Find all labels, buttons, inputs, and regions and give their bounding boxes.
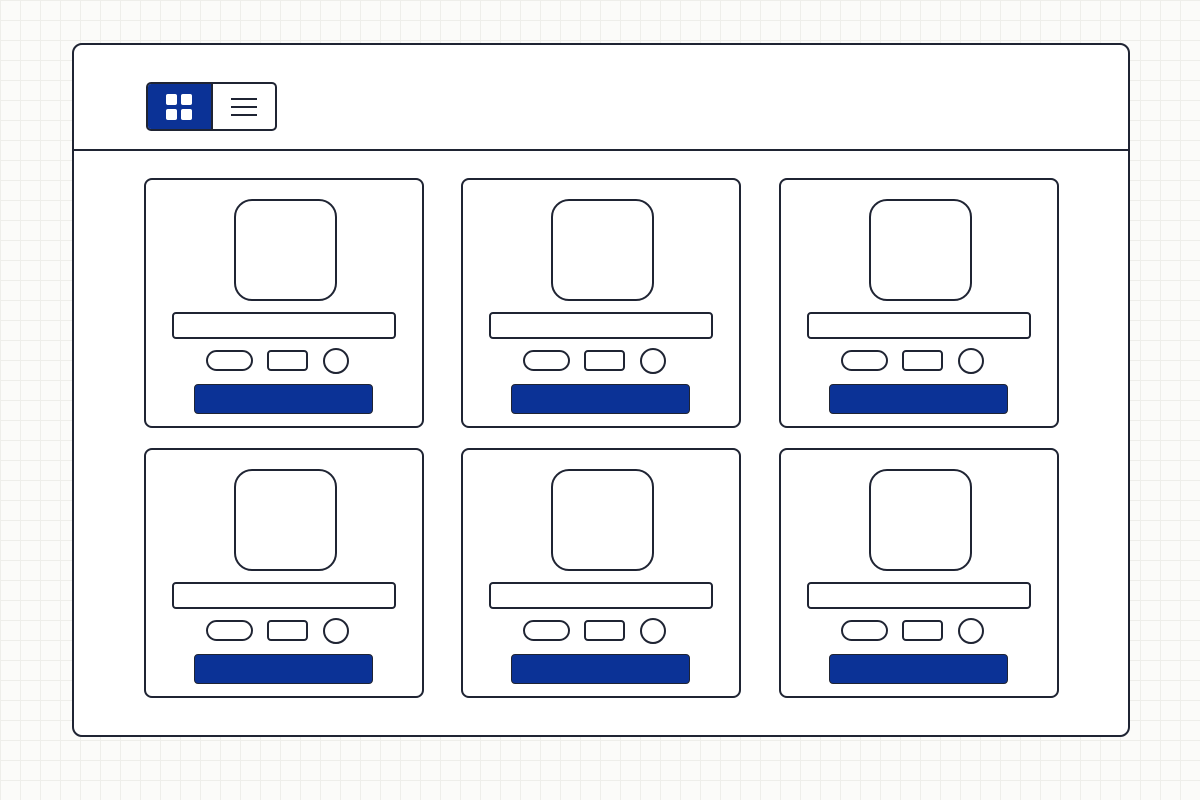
card-image-placeholder <box>234 199 337 301</box>
card-dot-placeholder <box>958 348 984 374</box>
card-action-button[interactable] <box>511 384 690 414</box>
card-tag-placeholder <box>902 620 943 641</box>
grid-view-button[interactable] <box>148 84 213 129</box>
card-dot-placeholder <box>958 618 984 644</box>
card-tag-placeholder <box>267 620 308 641</box>
card-title-placeholder <box>489 582 713 609</box>
product-card[interactable] <box>779 178 1059 428</box>
card-pill-placeholder <box>523 350 570 371</box>
card-pill-placeholder <box>841 620 888 641</box>
card-image-placeholder <box>551 469 654 571</box>
product-card[interactable] <box>461 448 741 698</box>
view-toggle <box>146 82 277 131</box>
card-pill-placeholder <box>523 620 570 641</box>
card-tag-placeholder <box>902 350 943 371</box>
product-card[interactable] <box>461 178 741 428</box>
card-action-button[interactable] <box>829 654 1008 684</box>
card-image-placeholder <box>869 199 972 301</box>
card-dot-placeholder <box>640 348 666 374</box>
card-dot-placeholder <box>640 618 666 644</box>
grid-view-icon <box>166 93 193 120</box>
card-title-placeholder <box>807 312 1031 339</box>
list-view-icon <box>230 97 257 116</box>
card-title-placeholder <box>489 312 713 339</box>
toolbar <box>74 45 1128 151</box>
product-card[interactable] <box>779 448 1059 698</box>
card-title-placeholder <box>172 312 396 339</box>
card-title-placeholder <box>172 582 396 609</box>
card-pill-placeholder <box>841 350 888 371</box>
card-tag-placeholder <box>267 350 308 371</box>
card-title-placeholder <box>807 582 1031 609</box>
product-card[interactable] <box>144 448 424 698</box>
app-window <box>72 43 1130 737</box>
card-action-button[interactable] <box>511 654 690 684</box>
list-view-button[interactable] <box>213 84 276 129</box>
card-action-button[interactable] <box>194 384 373 414</box>
card-dot-placeholder <box>323 348 349 374</box>
card-pill-placeholder <box>206 350 253 371</box>
product-card[interactable] <box>144 178 424 428</box>
card-tag-placeholder <box>584 350 625 371</box>
card-dot-placeholder <box>323 618 349 644</box>
card-tag-placeholder <box>584 620 625 641</box>
card-image-placeholder <box>234 469 337 571</box>
card-image-placeholder <box>551 199 654 301</box>
card-image-placeholder <box>869 469 972 571</box>
card-pill-placeholder <box>206 620 253 641</box>
card-action-button[interactable] <box>829 384 1008 414</box>
card-action-button[interactable] <box>194 654 373 684</box>
